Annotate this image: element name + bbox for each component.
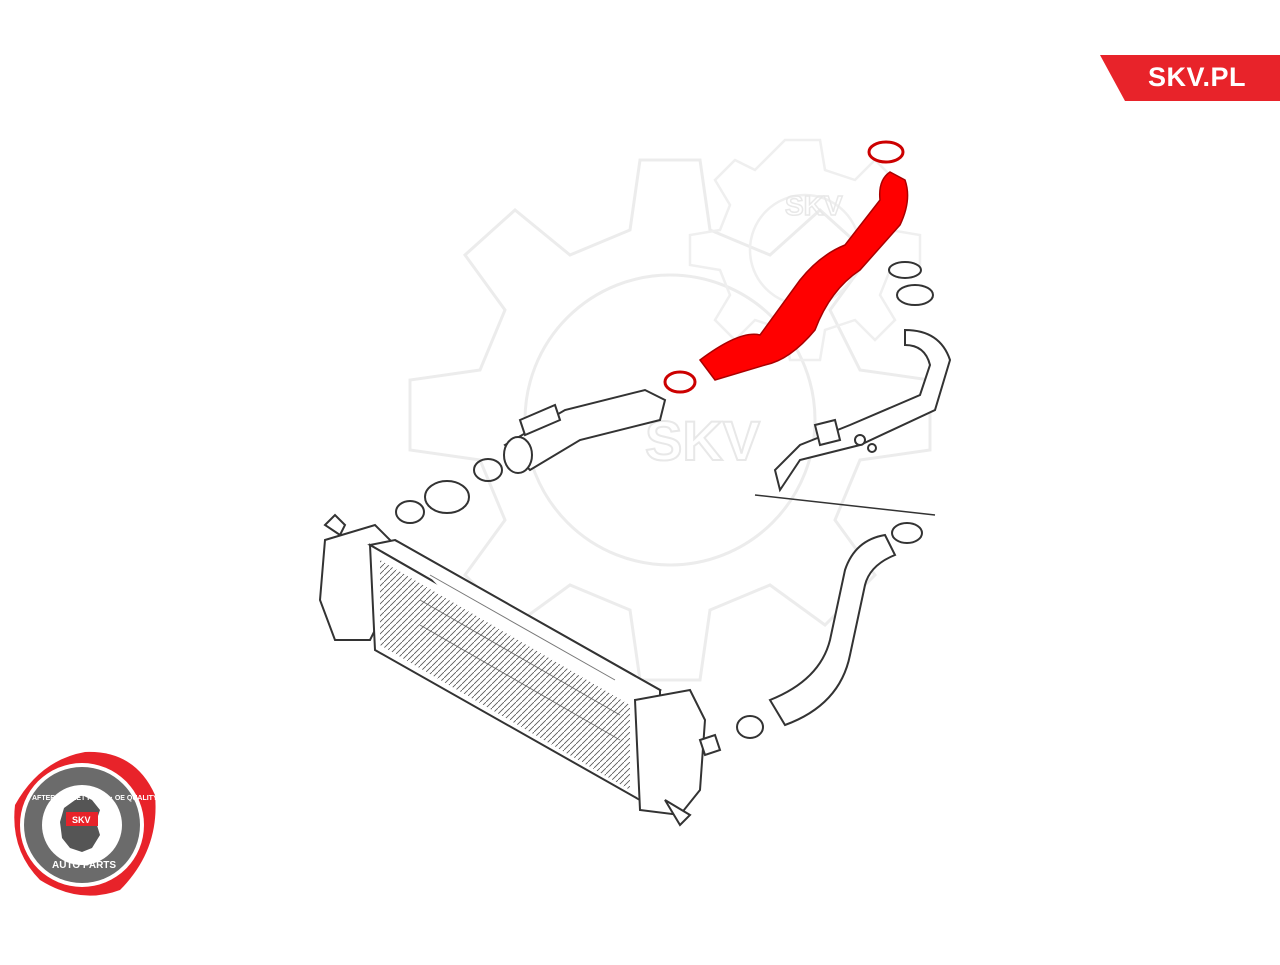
connector-line: [754, 494, 936, 516]
skv-badge: [14, 751, 156, 896]
lower-hose: [768, 533, 897, 727]
badge-center-text: SKV: [72, 815, 91, 825]
brand-tab-bg: [1100, 55, 1280, 101]
watermark-text-small: SKV: [785, 190, 843, 221]
intake-pipe-left: [424, 388, 667, 514]
highlighted-hose: [698, 171, 909, 381]
badge-arc-top: AFTERMARKET PRICE · OE QUALITY: [32, 795, 158, 802]
watermark-text-center: SKV: [645, 409, 760, 472]
hose-clamps-left: [395, 458, 503, 524]
brand-logo-text: SKV.PL: [1148, 62, 1247, 92]
intercooler: [318, 513, 722, 827]
intake-pipe-right: [773, 261, 952, 493]
badge-arc-bottom: AUTO PARTS: [52, 860, 116, 871]
highlighted-hose-clamps: [663, 140, 905, 394]
hose-clamp-lower-right: [736, 522, 923, 739]
